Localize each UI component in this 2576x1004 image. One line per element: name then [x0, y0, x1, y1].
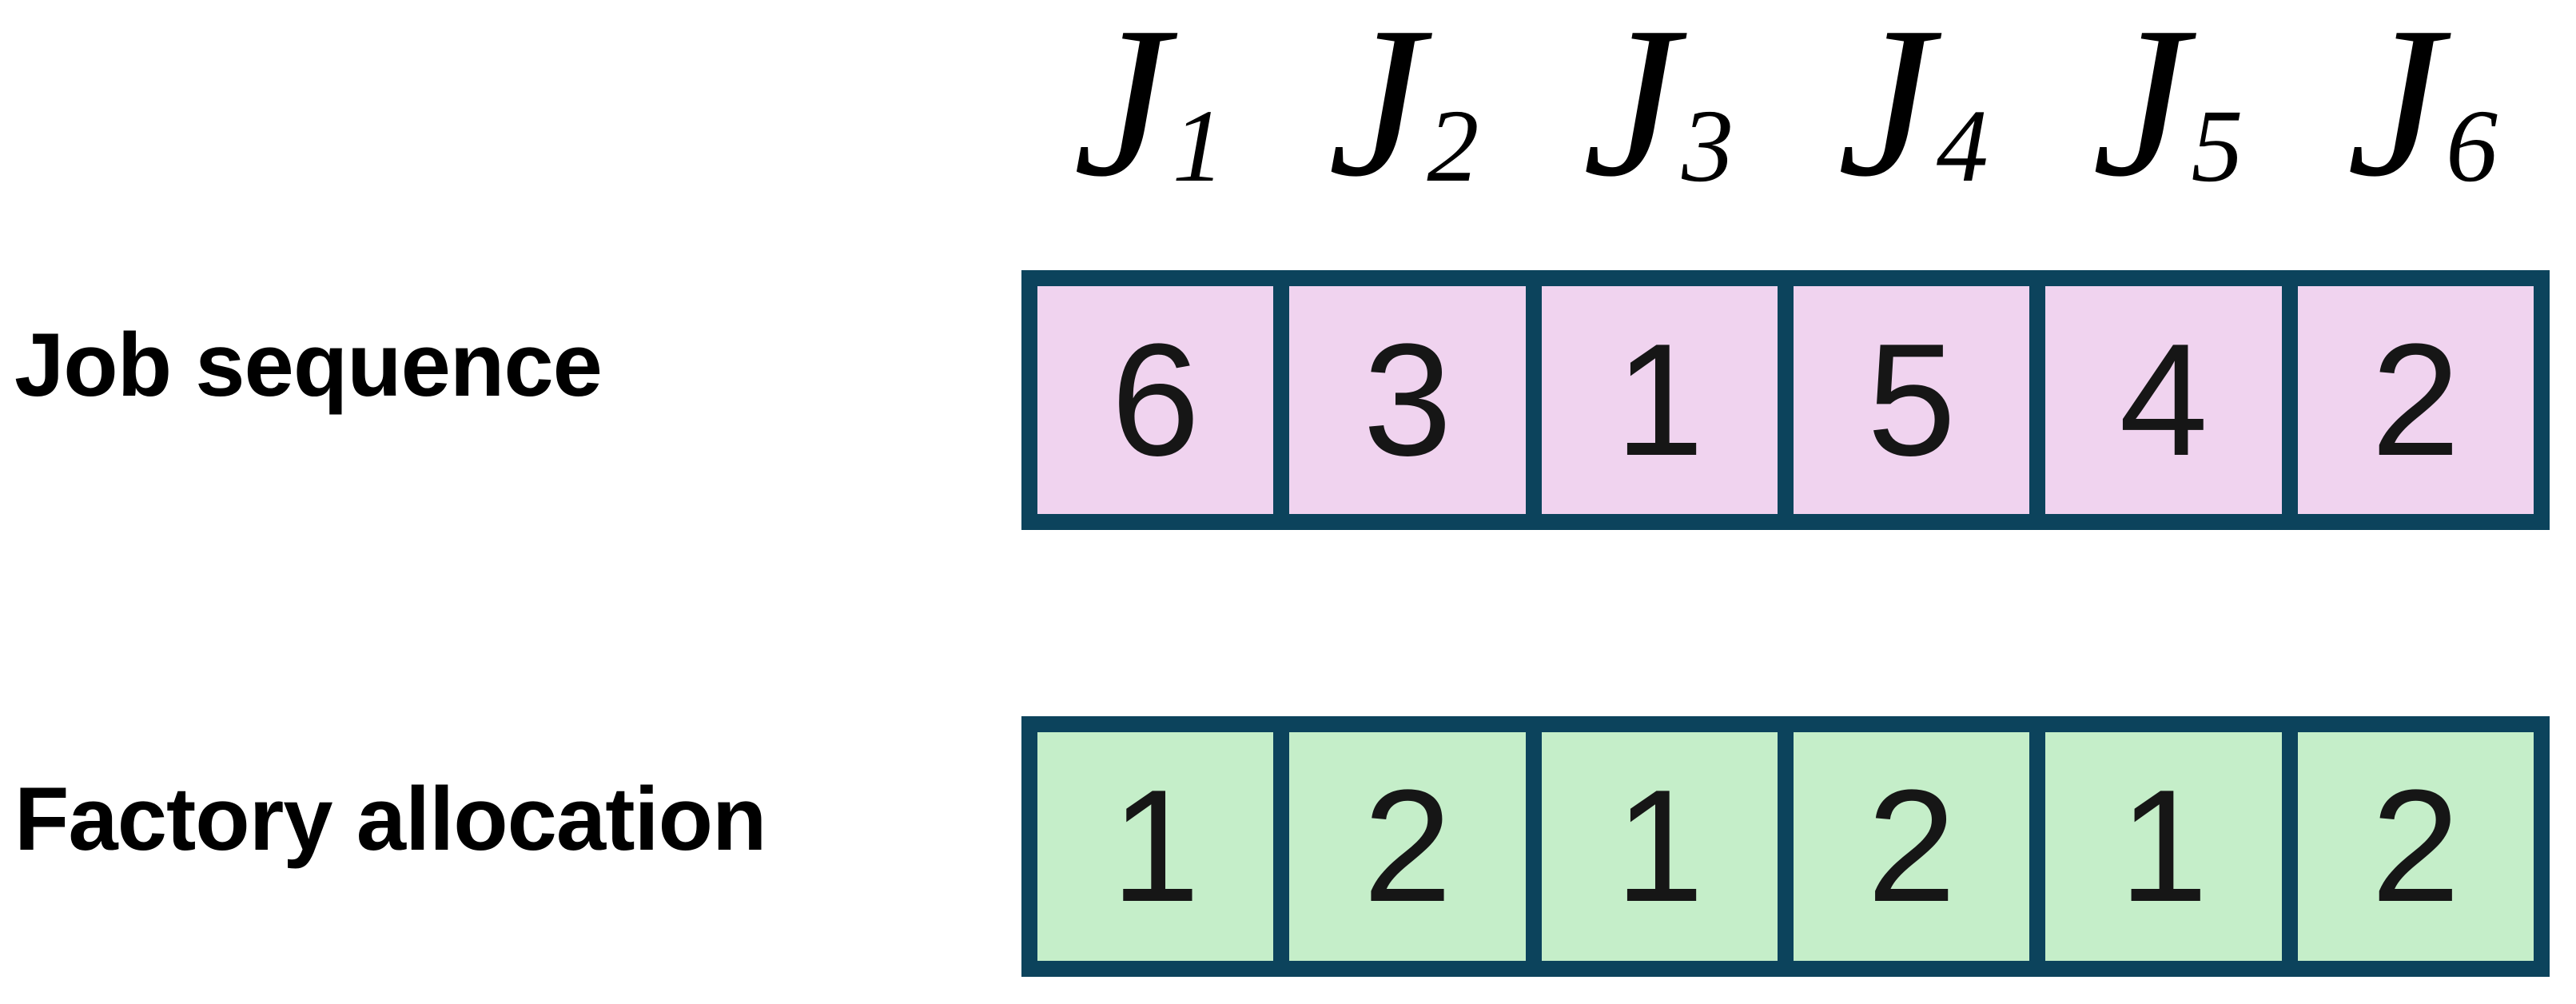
job-symbol: J	[1583, 0, 1679, 221]
job-symbol: J	[2092, 0, 2188, 221]
job-index-label: J3	[1583, 0, 1734, 210]
job-sequence-cell-4: 5	[1785, 278, 2038, 522]
job-subscript: 3	[1682, 89, 1734, 204]
job-subscript: 4	[1936, 89, 1989, 204]
job-subscript: 6	[2446, 89, 2498, 204]
job-index-label: J2	[1328, 0, 1479, 210]
factory-allocation-cell-4: 2	[1785, 724, 2038, 969]
factory-allocation-row: 1 2 1 2 1 2	[1021, 716, 2550, 977]
factory-allocation-label: Factory allocation	[14, 769, 766, 869]
factory-allocation-cell-3: 1	[1533, 724, 1786, 969]
job-index-header-5: J5	[2040, 0, 2295, 210]
job-sequence-cell-2: 3	[1281, 278, 1534, 522]
job-index-label: J4	[1837, 0, 1989, 210]
job-index-header-6: J6	[2295, 0, 2550, 210]
job-symbol: J	[2347, 0, 2443, 221]
job-index-header-3: J3	[1531, 0, 1786, 210]
job-subscript: 1	[1172, 89, 1224, 204]
job-index-header-2: J2	[1276, 0, 1531, 210]
job-sequence-cell-3: 1	[1533, 278, 1786, 522]
job-sequence-cell-1: 6	[1029, 278, 1282, 522]
job-sequence-label: Job sequence	[14, 315, 603, 415]
factory-allocation-cell-5: 1	[2037, 724, 2290, 969]
job-index-label: J6	[2347, 0, 2498, 210]
factory-allocation-cell-1: 1	[1029, 724, 1282, 969]
job-symbol: J	[1328, 0, 1424, 221]
job-sequence-row: 6 3 1 5 4 2	[1021, 270, 2550, 530]
job-index-header-row: J1 J2 J3 J4 J5 J6	[1021, 0, 2550, 210]
factory-allocation-cell-2: 2	[1281, 724, 1534, 969]
job-symbol: J	[1837, 0, 1933, 221]
job-subscript: 2	[1427, 89, 1479, 204]
job-index-header-4: J4	[1786, 0, 2040, 210]
job-sequence-cell-6: 2	[2289, 278, 2542, 522]
job-index-label: J5	[2092, 0, 2244, 210]
job-index-header-1: J1	[1021, 0, 1276, 210]
job-subscript: 5	[2191, 89, 2244, 204]
factory-allocation-cell-6: 2	[2289, 724, 2542, 969]
job-symbol: J	[1073, 0, 1169, 221]
job-index-label: J1	[1073, 0, 1224, 210]
job-sequence-cell-5: 4	[2037, 278, 2290, 522]
